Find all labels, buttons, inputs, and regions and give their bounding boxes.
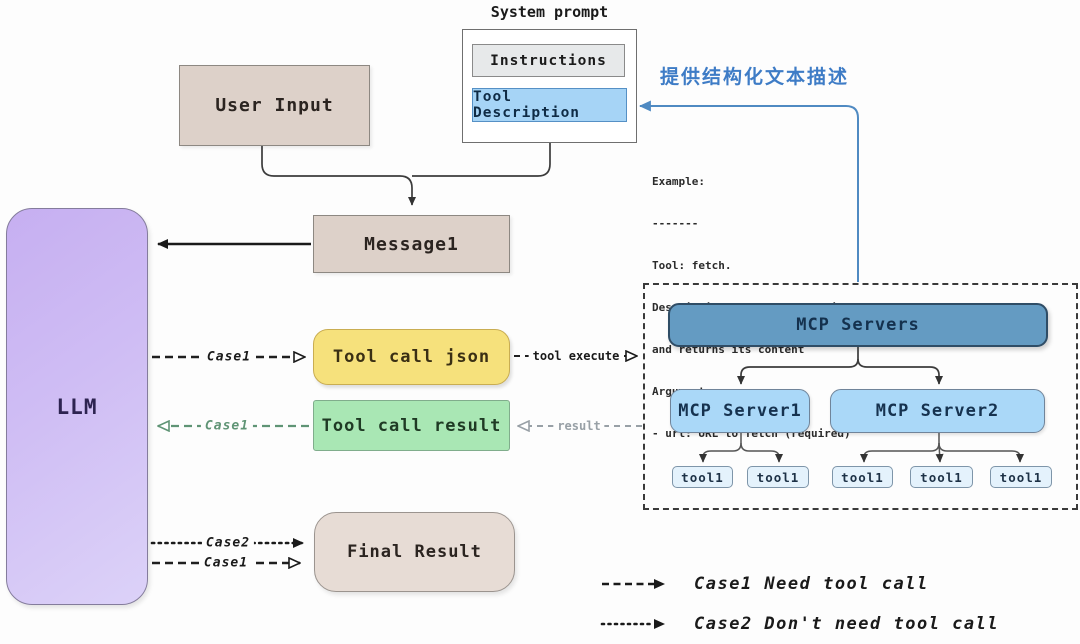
case1-label-return: Case1 xyxy=(200,419,254,433)
legend-dotted-arrow-icon xyxy=(600,619,665,629)
legend-dashed-arrow-icon xyxy=(602,579,665,589)
final-result-box: Final Result xyxy=(314,512,515,592)
mcp-server1-box: MCP Server1 xyxy=(670,389,810,433)
tool-execute-label: tool execute xyxy=(528,350,624,362)
tool1-box: tool1 xyxy=(747,466,809,488)
legend-case2-text: Case2 Don't need tool call xyxy=(694,614,1000,634)
example-line: Example: xyxy=(652,175,705,188)
user-input-box: User Input xyxy=(179,65,370,146)
tool1-box: tool1 xyxy=(832,466,893,488)
tool-call-result-box: Tool call result xyxy=(313,400,510,451)
example-line: Tool: fetch. xyxy=(652,259,732,272)
llm-box: LLM xyxy=(6,208,148,605)
structured-text-note: 提供结构化文本描述 xyxy=(660,66,850,88)
mcp-servers-header: MCP Servers xyxy=(668,303,1048,347)
merge-connector-arrow xyxy=(261,143,551,206)
mcp-server2-box: MCP Server2 xyxy=(830,389,1045,433)
result-label: result xyxy=(553,420,605,432)
message1-box: Message1 xyxy=(313,215,510,273)
case2-label: Case2 xyxy=(201,536,255,550)
legend-case1-text: Case1 Need tool call xyxy=(694,574,929,594)
system-prompt-title: System prompt xyxy=(490,3,609,21)
tool1-box: tool1 xyxy=(672,466,733,488)
case1-label-top: Case1 xyxy=(202,350,256,364)
case1-label-bottom: Case1 xyxy=(199,556,253,570)
legend-row-case1: Case1 Need tool call xyxy=(600,570,999,598)
example-line: ------- xyxy=(652,217,699,230)
legend-row-case2: Case2 Don't need tool call xyxy=(600,610,999,638)
mcp-servers-container xyxy=(643,283,1078,510)
tool-description-box: Tool Description xyxy=(472,88,627,122)
tool-call-json-box: Tool call json xyxy=(313,329,510,385)
instructions-box: Instructions xyxy=(472,44,625,77)
tool1-box: tool1 xyxy=(990,466,1052,488)
tool1-box: tool1 xyxy=(910,466,973,488)
legend: Case1 Need tool call Case2 Don't need to… xyxy=(600,570,999,644)
